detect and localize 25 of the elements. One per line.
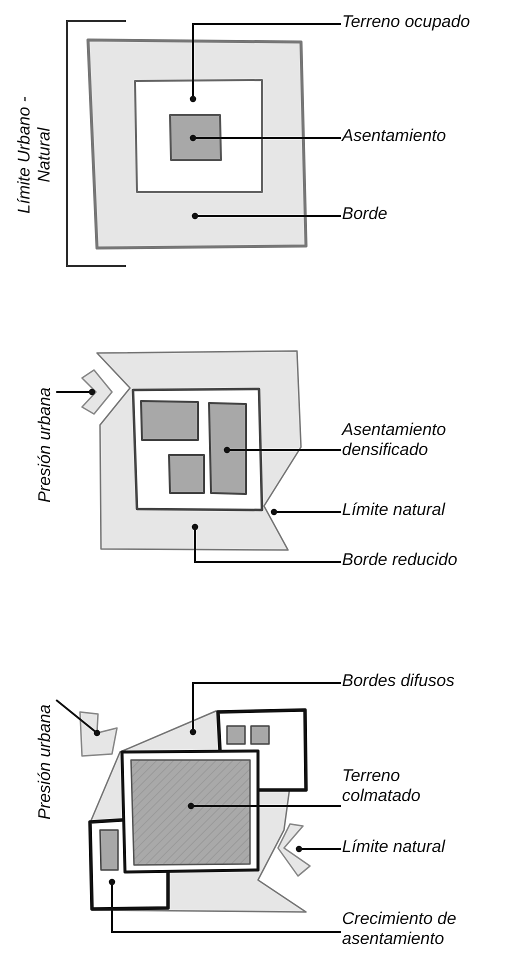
leader-line (190, 134, 341, 142)
leader-line (56, 388, 96, 396)
callout-text: Asentamiento densificado (342, 420, 492, 461)
leader-line (190, 682, 341, 736)
leader-line (296, 846, 341, 852)
callout-text: Crecimiento de asentamiento (342, 909, 492, 950)
callout-text: Bordes difusos (342, 671, 512, 692)
callout-text: Presión urbana (34, 704, 56, 820)
callout-text: Presión urbana (34, 387, 56, 503)
boundary-label: Límite Urbano - Natural (14, 95, 55, 216)
callout-text: Límite natural (342, 500, 512, 520)
leader-line (108, 878, 341, 933)
callout-text: Terreno colmatado (342, 766, 462, 807)
leader-line (192, 212, 341, 220)
leader-line (56, 699, 100, 736)
callout-text: Terreno ocupado (342, 12, 512, 32)
callout-text: Borde (342, 204, 512, 224)
callout-text: Límite natural (342, 837, 512, 858)
leader-line (270, 508, 341, 516)
callout-text: Borde reducido (342, 550, 512, 570)
leader-line (224, 446, 341, 454)
leader-line (188, 802, 341, 810)
leader-line (192, 524, 341, 563)
leader-line (190, 23, 341, 102)
callout-text: Asentamiento (342, 126, 512, 146)
